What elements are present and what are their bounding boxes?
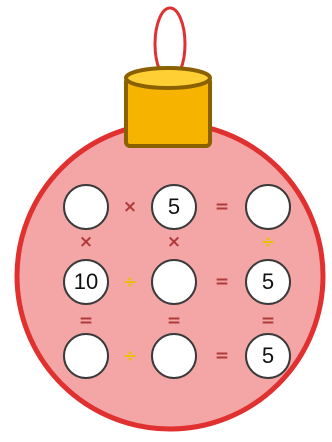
multiply-operator: ×	[76, 232, 96, 252]
multiply-operator: ×	[120, 197, 140, 217]
given-cell-r2c1: 10	[63, 259, 109, 305]
equals-operator: =	[164, 311, 184, 331]
equals-operator: =	[212, 272, 232, 292]
answer-cell-r3c1[interactable]	[63, 333, 109, 379]
equals-operator: =	[76, 311, 96, 331]
answer-cell-r3c2[interactable]	[151, 333, 197, 379]
given-cell-r2c3: 5	[245, 259, 291, 305]
answer-cell-r1c3[interactable]	[245, 184, 291, 230]
equals-operator: =	[258, 311, 278, 331]
answer-cell-r2c2[interactable]	[151, 259, 197, 305]
equals-operator: =	[212, 197, 232, 217]
multiply-operator: ×	[164, 232, 184, 252]
ornament-cap	[126, 68, 210, 146]
divide-operator: ÷	[120, 272, 140, 292]
given-cell-r3c3: 5	[245, 333, 291, 379]
answer-cell-r1c1[interactable]	[63, 184, 109, 230]
divide-operator: ÷	[258, 232, 278, 252]
divide-operator: ÷	[120, 346, 140, 366]
given-cell-r1c2: 5	[151, 184, 197, 230]
equals-operator: =	[212, 346, 232, 366]
